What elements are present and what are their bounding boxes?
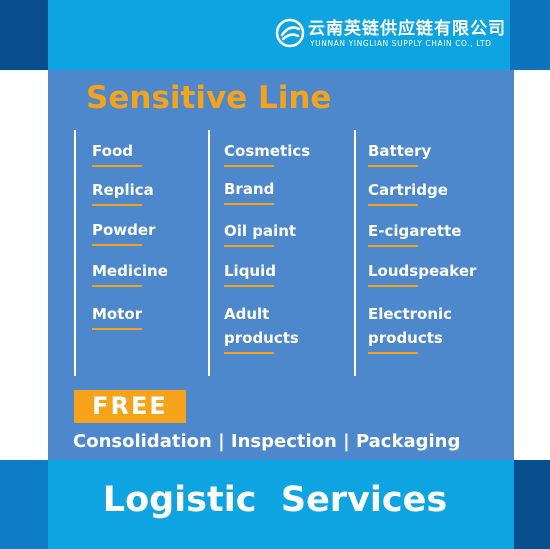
- item-underline: [224, 245, 274, 247]
- company-name-cn: 云南英链供应链有限公司: [308, 19, 506, 39]
- item-label: Oil paint: [224, 222, 297, 240]
- footer-right-accent: [514, 460, 550, 549]
- item-underline: [92, 328, 142, 330]
- sensitive-item-medicine: Medicine: [92, 259, 168, 287]
- item-label: Cosmetics: [224, 142, 311, 160]
- item-underline: [92, 204, 142, 206]
- sensitive-item-cosmetics: Cosmetics: [224, 139, 310, 167]
- item-label: Battery: [368, 142, 432, 160]
- free-services-list: Consolidation | Inspection | Packaging: [73, 431, 461, 452]
- sensitive-item-electronic-products: Electronic products: [368, 302, 488, 354]
- sensitive-item-e-cigarette: E-cigarette: [368, 219, 461, 247]
- sensitive-item-brand: Brand: [224, 177, 274, 205]
- item-underline: [368, 285, 418, 287]
- sensitive-item-cartridge: Cartridge: [368, 178, 448, 206]
- item-label: Electronic products: [368, 305, 453, 347]
- item-underline: [224, 165, 274, 167]
- sensitive-item-adult-products: Adult products: [224, 302, 334, 354]
- sensitive-item-replica: Replica: [92, 178, 154, 206]
- item-label: Powder: [92, 221, 156, 239]
- footer-left-accent: [0, 460, 48, 549]
- sensitive-item-food: Food: [92, 139, 142, 167]
- sensitive-item-loudspeaker: Loudspeaker: [368, 259, 476, 287]
- item-label: Motor: [92, 305, 143, 323]
- free-badge: FREE: [74, 390, 186, 423]
- item-label: Adult products: [224, 305, 299, 347]
- sensitive-item-oil-paint: Oil paint: [224, 219, 296, 247]
- item-underline: [92, 285, 142, 287]
- item-label: Replica: [92, 181, 154, 199]
- company-logo-icon: [275, 18, 305, 48]
- item-label: Loudspeaker: [368, 262, 477, 280]
- sensitive-item-battery: Battery: [368, 139, 431, 167]
- item-label: Brand: [224, 180, 275, 198]
- footer-bar: [0, 460, 550, 549]
- header-left-accent: [0, 0, 48, 70]
- sensitive-item-motor: Motor: [92, 302, 142, 330]
- column-divider-2: [208, 130, 210, 376]
- item-underline: [368, 204, 418, 206]
- item-underline: [92, 165, 142, 167]
- item-label: E-cigarette: [368, 222, 462, 240]
- item-underline: [224, 352, 274, 354]
- column-divider-1: [74, 130, 76, 376]
- item-label: Food: [92, 142, 133, 160]
- item-underline: [92, 244, 142, 246]
- column-divider-3: [354, 130, 356, 376]
- item-label: Medicine: [92, 262, 168, 280]
- header-bar: [0, 0, 550, 70]
- item-underline: [224, 203, 274, 205]
- footer-title: Logistic Services: [102, 480, 448, 520]
- page-title: Sensitive Line: [86, 80, 332, 116]
- item-label: Liquid: [224, 262, 276, 280]
- header-right-accent: [510, 0, 550, 70]
- sensitive-item-powder: Powder: [92, 218, 155, 246]
- item-underline: [368, 165, 418, 167]
- item-underline: [368, 245, 418, 247]
- company-name-en: YUNNAN YINGLIAN SUPPLY CHAIN CO., LTD: [310, 39, 492, 48]
- item-underline: [224, 285, 274, 287]
- item-underline: [368, 352, 418, 354]
- item-label: Cartridge: [368, 181, 448, 199]
- sensitive-item-liquid: Liquid: [224, 259, 276, 287]
